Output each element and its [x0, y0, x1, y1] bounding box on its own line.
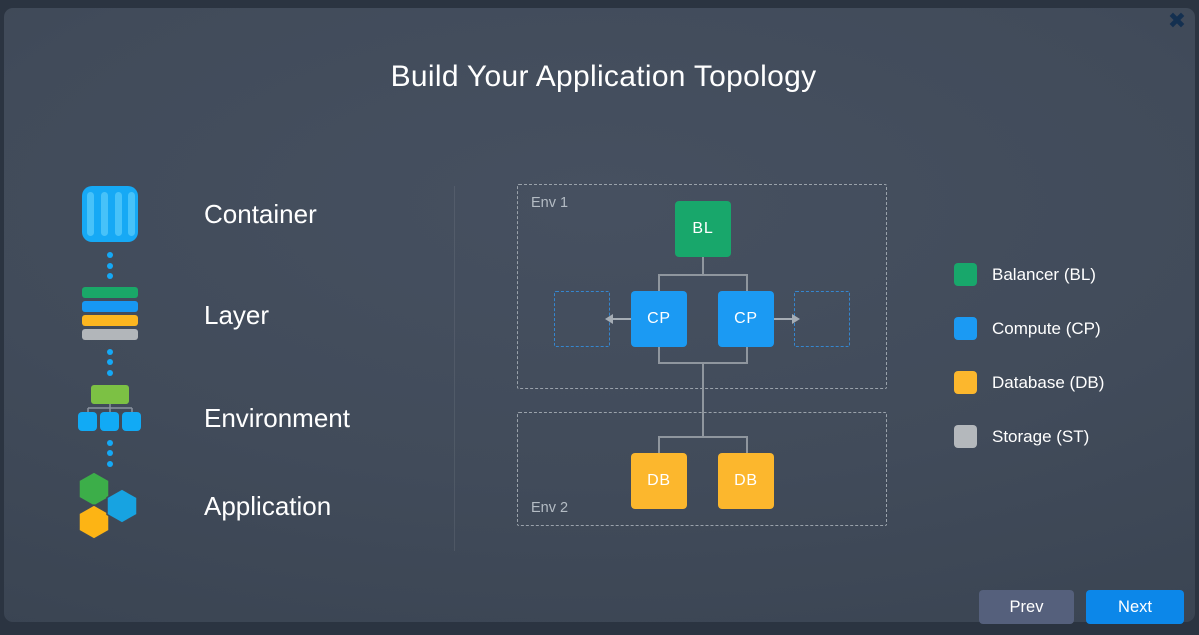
connector-line: [746, 274, 748, 292]
connector-line: [702, 257, 704, 276]
drop-placeholder-left: [554, 291, 610, 347]
topology-wizard-dialog: Build Your Application Topology Containe…: [4, 8, 1195, 624]
node-database-2: DB: [718, 453, 774, 509]
dotted-connector: [107, 370, 113, 376]
dotted-connector: [107, 461, 113, 467]
environment-icon: [78, 385, 141, 436]
prev-button[interactable]: Prev: [979, 590, 1074, 624]
legend-swatch-storage: [954, 425, 977, 448]
drop-placeholder-right: [794, 291, 850, 347]
close-icon[interactable]: ✖: [1160, 6, 1194, 38]
env-2-label: Env 2: [531, 500, 569, 516]
dotted-connector: [107, 359, 113, 365]
legend-swatch-compute: [954, 317, 977, 340]
container-icon: [82, 186, 138, 247]
connector-line: [658, 436, 660, 454]
concept-label-environment: Environment: [204, 403, 350, 433]
legend-label-compute: Compute (CP): [992, 319, 1101, 338]
dotted-connector: [107, 440, 113, 446]
legend-label-storage: Storage (ST): [992, 427, 1090, 446]
connector-line: [702, 362, 704, 438]
connector-line: [746, 347, 748, 364]
node-compute-1: CP: [631, 291, 687, 347]
concept-label-application: Application: [204, 491, 332, 521]
dotted-connector: [107, 273, 113, 279]
connector-line: [658, 436, 748, 438]
dialog-title: Build Your Application Topology: [390, 60, 817, 93]
application-icon: [78, 471, 138, 545]
dotted-connector: [107, 450, 113, 456]
env-1-label: Env 1: [531, 195, 569, 211]
next-button[interactable]: Next: [1086, 590, 1184, 624]
panel-divider: [454, 186, 455, 551]
concept-label-layer: Layer: [204, 300, 270, 330]
legend-label-database: Database (DB): [992, 373, 1105, 392]
legend-label-balancer: Balancer (BL): [992, 265, 1096, 284]
node-balancer: BL: [675, 201, 731, 257]
connector-line: [746, 436, 748, 454]
connector-line: [658, 274, 660, 292]
node-compute-2: CP: [718, 291, 774, 347]
dotted-connector: [107, 263, 113, 269]
legend-swatch-balancer: [954, 263, 977, 286]
concept-label-container: Container: [204, 199, 317, 229]
dotted-connector: [107, 252, 113, 258]
legend-swatch-database: [954, 371, 977, 394]
node-database-1: DB: [631, 453, 687, 509]
connector-line: [658, 347, 660, 364]
dotted-connector: [107, 349, 113, 355]
layer-icon: [82, 287, 138, 345]
connector-line: [658, 274, 748, 276]
